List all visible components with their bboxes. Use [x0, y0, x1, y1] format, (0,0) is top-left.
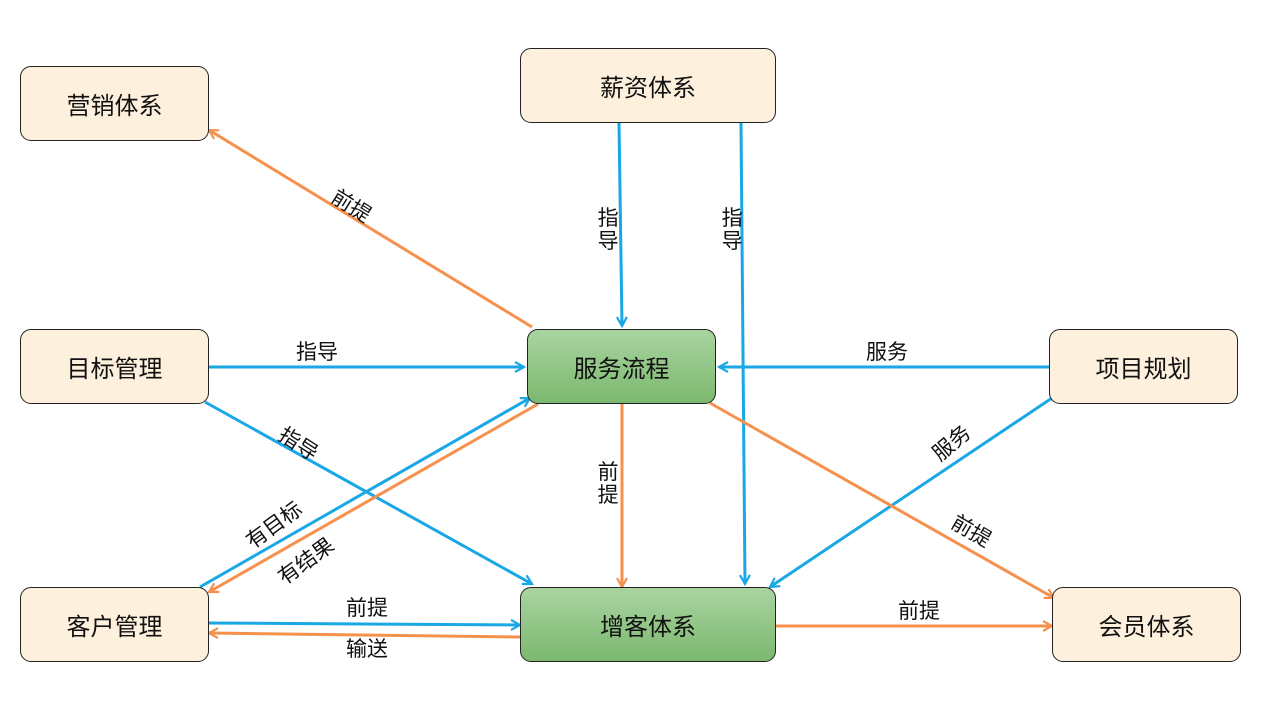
node-customer: 客户管理	[20, 587, 209, 662]
edge-label-project-to-service: 服务	[866, 340, 908, 364]
edge-label-salary-to-service: 指导	[597, 206, 619, 254]
edge-project-to-growth	[770, 394, 1056, 587]
node-marketing: 营销体系	[20, 66, 209, 141]
node-marketing-label: 营销体系	[66, 92, 163, 120]
edge-layer	[199, 122, 1056, 637]
node-growth-label: 增客体系	[600, 613, 696, 641]
edge-customer-to-growth	[208, 623, 520, 625]
edge-label-salary-to-growth: 指导	[721, 206, 743, 254]
edge-service-to-customer	[209, 402, 539, 594]
edge-customer-to-service	[199, 396, 530, 589]
edge-service-to-member	[709, 401, 1054, 600]
edge-label-service-to-growth: 前提	[597, 460, 619, 508]
node-project-label: 项目规划	[1095, 355, 1192, 383]
node-service: 服务流程	[527, 329, 716, 404]
edge-label-growth-to-customer: 输送	[346, 637, 388, 661]
node-project: 项目规划	[1049, 329, 1238, 404]
node-goal-label: 目标管理	[66, 355, 163, 383]
edge-label-customer-to-growth: 前提	[346, 596, 388, 620]
edge-goal-to-growth	[204, 400, 532, 586]
edge-salary-to-growth	[741, 122, 745, 584]
edge-growth-to-customer	[209, 633, 521, 637]
edge-service-to-marketing	[209, 128, 533, 329]
node-service-label: 服务流程	[573, 355, 670, 383]
edge-salary-to-service	[619, 122, 622, 326]
node-member: 会员体系	[1052, 587, 1241, 662]
edge-label-growth-to-member: 前提	[898, 599, 940, 623]
node-salary-label: 薪资体系	[600, 74, 696, 102]
node-salary: 薪资体系	[520, 48, 776, 123]
edge-label-goal-to-service: 指导	[296, 340, 338, 364]
node-customer-label: 客户管理	[66, 613, 163, 641]
node-growth: 增客体系	[520, 587, 776, 662]
node-goal: 目标管理	[20, 329, 209, 404]
node-member-label: 会员体系	[1098, 613, 1195, 641]
